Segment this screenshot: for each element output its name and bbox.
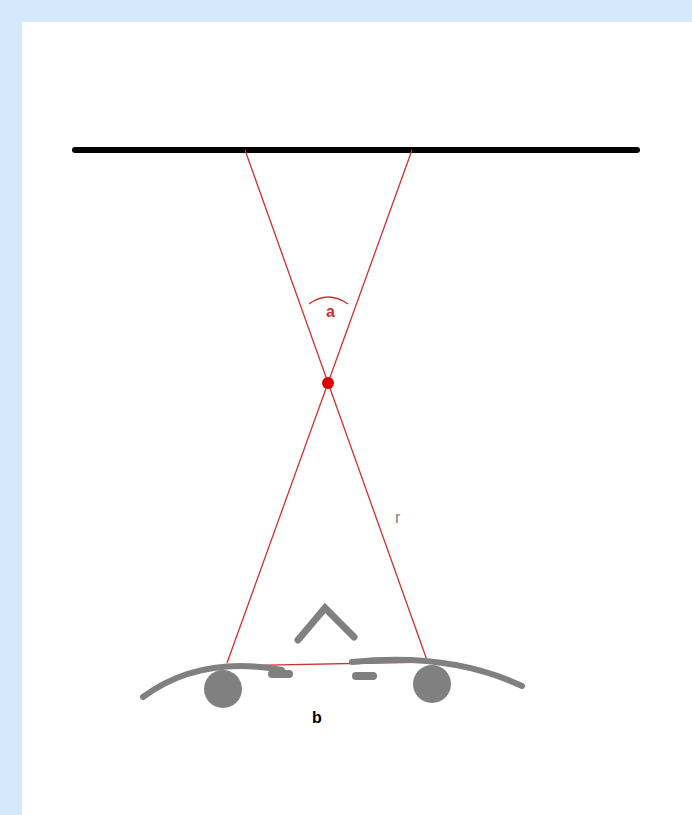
wall-line (75, 147, 637, 153)
right-eye (413, 665, 451, 703)
eye-separation-label: b (312, 710, 322, 726)
angle-label: a (326, 304, 335, 320)
frame-left (0, 0, 22, 815)
sight-line (245, 150, 428, 663)
face-drawing (143, 608, 522, 697)
angle-arc (309, 297, 348, 304)
focus-point (322, 377, 334, 389)
frame-top (0, 0, 692, 22)
sight-line (227, 150, 412, 663)
distance-label: r (395, 510, 400, 526)
left-eye (204, 670, 242, 708)
